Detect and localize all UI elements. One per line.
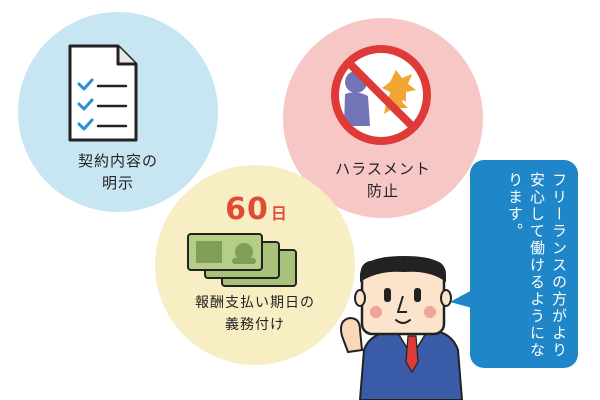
speech-bubble-text: フリーランスの方がより安心して働けるようになります。 (506, 172, 568, 359)
harassment-label-line2: 防止 (366, 182, 399, 200)
payment-days-number: 60 (225, 192, 269, 227)
payment-label-line2: 義務付け (225, 317, 285, 333)
harassment-label-line1: ハラスメント (335, 160, 431, 178)
payment-days-unit: 日 (270, 204, 287, 223)
speech-bubble-tail (450, 290, 472, 308)
contract-label-line2: 明示 (101, 174, 134, 192)
checklist-document-icon (68, 44, 138, 142)
contract-label: 契約内容の 明示 (40, 150, 196, 194)
contract-label-line1: 契約内容の (77, 152, 158, 170)
harassment-label: ハラスメント 防止 (305, 158, 461, 202)
no-harassment-icon (331, 45, 431, 145)
businessman-character (340, 256, 464, 400)
payment-label: 報酬支払い期日の 義務付け (160, 292, 350, 336)
banknotes-icon (187, 233, 297, 287)
speech-bubble (470, 160, 578, 368)
payment-label-line1: 報酬支払い期日の (195, 295, 315, 311)
